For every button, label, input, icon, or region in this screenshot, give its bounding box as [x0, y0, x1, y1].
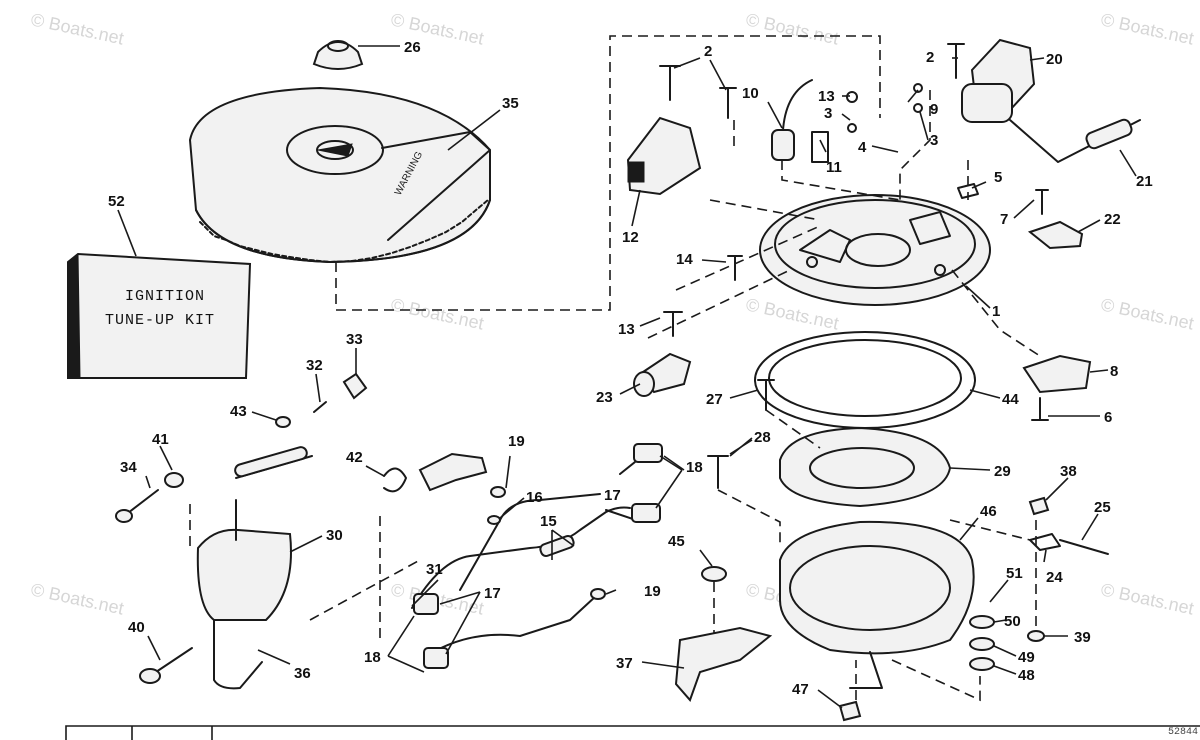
callout-11: 11 — [826, 159, 842, 176]
callout-13-top: 13 — [818, 88, 835, 105]
link-rod[interactable] — [1029, 533, 1109, 555]
callout-29: 29 — [994, 463, 1011, 480]
breaker-point-set-left[interactable] — [626, 116, 702, 196]
callout-leaders — [117, 45, 1137, 709]
ignition-coil[interactable] — [196, 446, 313, 690]
retainer-ring[interactable] — [754, 331, 976, 429]
callout-52: 52 — [108, 193, 125, 210]
callout-15: 15 — [540, 513, 557, 530]
callout-26: 26 — [404, 39, 421, 56]
callout-48: 48 — [1018, 667, 1035, 684]
callout-42: 42 — [346, 449, 363, 466]
watermark: © Boats.net — [389, 294, 485, 333]
callout-47: 47 — [792, 681, 809, 698]
spark-plug-boot[interactable] — [418, 452, 488, 492]
watermark: © Boats.net — [1099, 294, 1195, 333]
screws-top[interactable] — [659, 43, 1049, 337]
assembly-lines — [189, 35, 1041, 702]
terminal-parts[interactable] — [275, 372, 368, 428]
callout-31: 31 — [426, 561, 443, 578]
callout-10: 10 — [742, 85, 759, 102]
callout-6: 6 — [1104, 409, 1112, 426]
callout-25: 25 — [1094, 499, 1111, 516]
callout-28: 28 — [754, 429, 771, 446]
callout-18-right: 18 — [686, 459, 703, 476]
support-plate[interactable] — [779, 426, 952, 508]
callout-9: 9 — [930, 101, 938, 118]
callout-46: 46 — [980, 503, 997, 520]
throttle-cam[interactable] — [674, 626, 773, 702]
condenser-lead[interactable] — [1009, 118, 1141, 163]
callout-3-right: 3 — [930, 132, 938, 149]
callout-18-left: 18 — [364, 649, 381, 666]
callout-39: 39 — [1074, 629, 1091, 646]
coil-screw-upper[interactable] — [115, 489, 159, 523]
callout-49: 49 — [1018, 649, 1035, 666]
callout-44: 44 — [1002, 391, 1019, 408]
callout-7: 7 — [1000, 211, 1008, 228]
stator-plate[interactable] — [759, 194, 991, 306]
callout-numbers: 26 35 52 2 10 13 3 11 4 3 9 2 20 21 5 7 … — [108, 39, 1153, 698]
condenser[interactable] — [771, 79, 813, 161]
armature-plate[interactable] — [779, 520, 975, 689]
callout-40: 40 — [128, 619, 145, 636]
callout-33: 33 — [346, 331, 363, 348]
callout-19-lower: 19 — [644, 583, 661, 600]
callout-30: 30 — [326, 527, 343, 544]
callout-8: 8 — [1110, 363, 1118, 380]
watermark: © Boats.net — [1099, 9, 1195, 48]
flywheel[interactable]: WARNING — [188, 86, 491, 264]
callout-21: 21 — [1136, 173, 1153, 190]
ignition-tune-up-kit[interactable]: IGNITION TUNE-UP KIT — [67, 252, 252, 379]
callout-22: 22 — [1104, 211, 1121, 228]
callout-16: 16 — [526, 489, 543, 506]
callout-19-upper: 19 — [508, 433, 525, 450]
callout-14: 14 — [676, 251, 693, 268]
callout-51: 51 — [1006, 565, 1023, 582]
callout-37: 37 — [616, 655, 633, 672]
screws-mid[interactable] — [707, 379, 775, 489]
watermark: © Boats.net — [744, 9, 840, 48]
callout-13-mid: 13 — [618, 321, 635, 338]
watermark: © Boats.net — [29, 9, 125, 48]
bottom-frame: 52844 — [65, 725, 1200, 740]
callout-5: 5 — [994, 169, 1002, 186]
washers[interactable] — [701, 496, 1050, 722]
callout-36: 36 — [294, 665, 311, 682]
watermark: © Boats.net — [1099, 579, 1195, 618]
spring-clip[interactable] — [383, 467, 407, 493]
callout-43: 43 — [230, 403, 247, 420]
watermark: © Boats.net — [29, 579, 125, 618]
callout-35: 35 — [502, 95, 519, 112]
callout-4: 4 — [858, 139, 867, 156]
retainer-clip[interactable] — [1027, 220, 1084, 250]
callout-38: 38 — [1060, 463, 1077, 480]
callout-34: 34 — [120, 459, 137, 476]
callout-1: 1 — [992, 303, 1000, 320]
callout-2-right: 2 — [926, 49, 934, 66]
coil-screw-lower[interactable] — [139, 647, 193, 684]
drawing-number: 52844 — [1168, 727, 1198, 738]
callout-12: 12 — [622, 229, 639, 246]
cam-wiper[interactable] — [633, 352, 692, 397]
callout-41: 41 — [152, 431, 169, 448]
callout-20: 20 — [1046, 51, 1063, 68]
kit-label-line1: IGNITION — [125, 288, 205, 305]
callout-27: 27 — [706, 391, 723, 408]
flywheel-nut[interactable] — [312, 40, 364, 70]
coil-washer[interactable] — [164, 472, 184, 488]
callout-23: 23 — [596, 389, 613, 406]
callout-2-left: 2 — [704, 43, 712, 60]
callout-50: 50 — [1004, 613, 1021, 630]
kit-label-line2: TUNE-UP KIT — [105, 312, 215, 329]
callout-24: 24 — [1046, 569, 1063, 586]
callout-3-top: 3 — [824, 105, 832, 122]
callout-32: 32 — [306, 357, 323, 374]
callout-17-right: 17 — [604, 487, 621, 504]
clamp-bracket[interactable] — [1022, 354, 1092, 421]
callout-17-left: 17 — [484, 585, 501, 602]
breaker-point-set-right[interactable] — [961, 38, 1036, 123]
callout-45: 45 — [668, 533, 685, 550]
